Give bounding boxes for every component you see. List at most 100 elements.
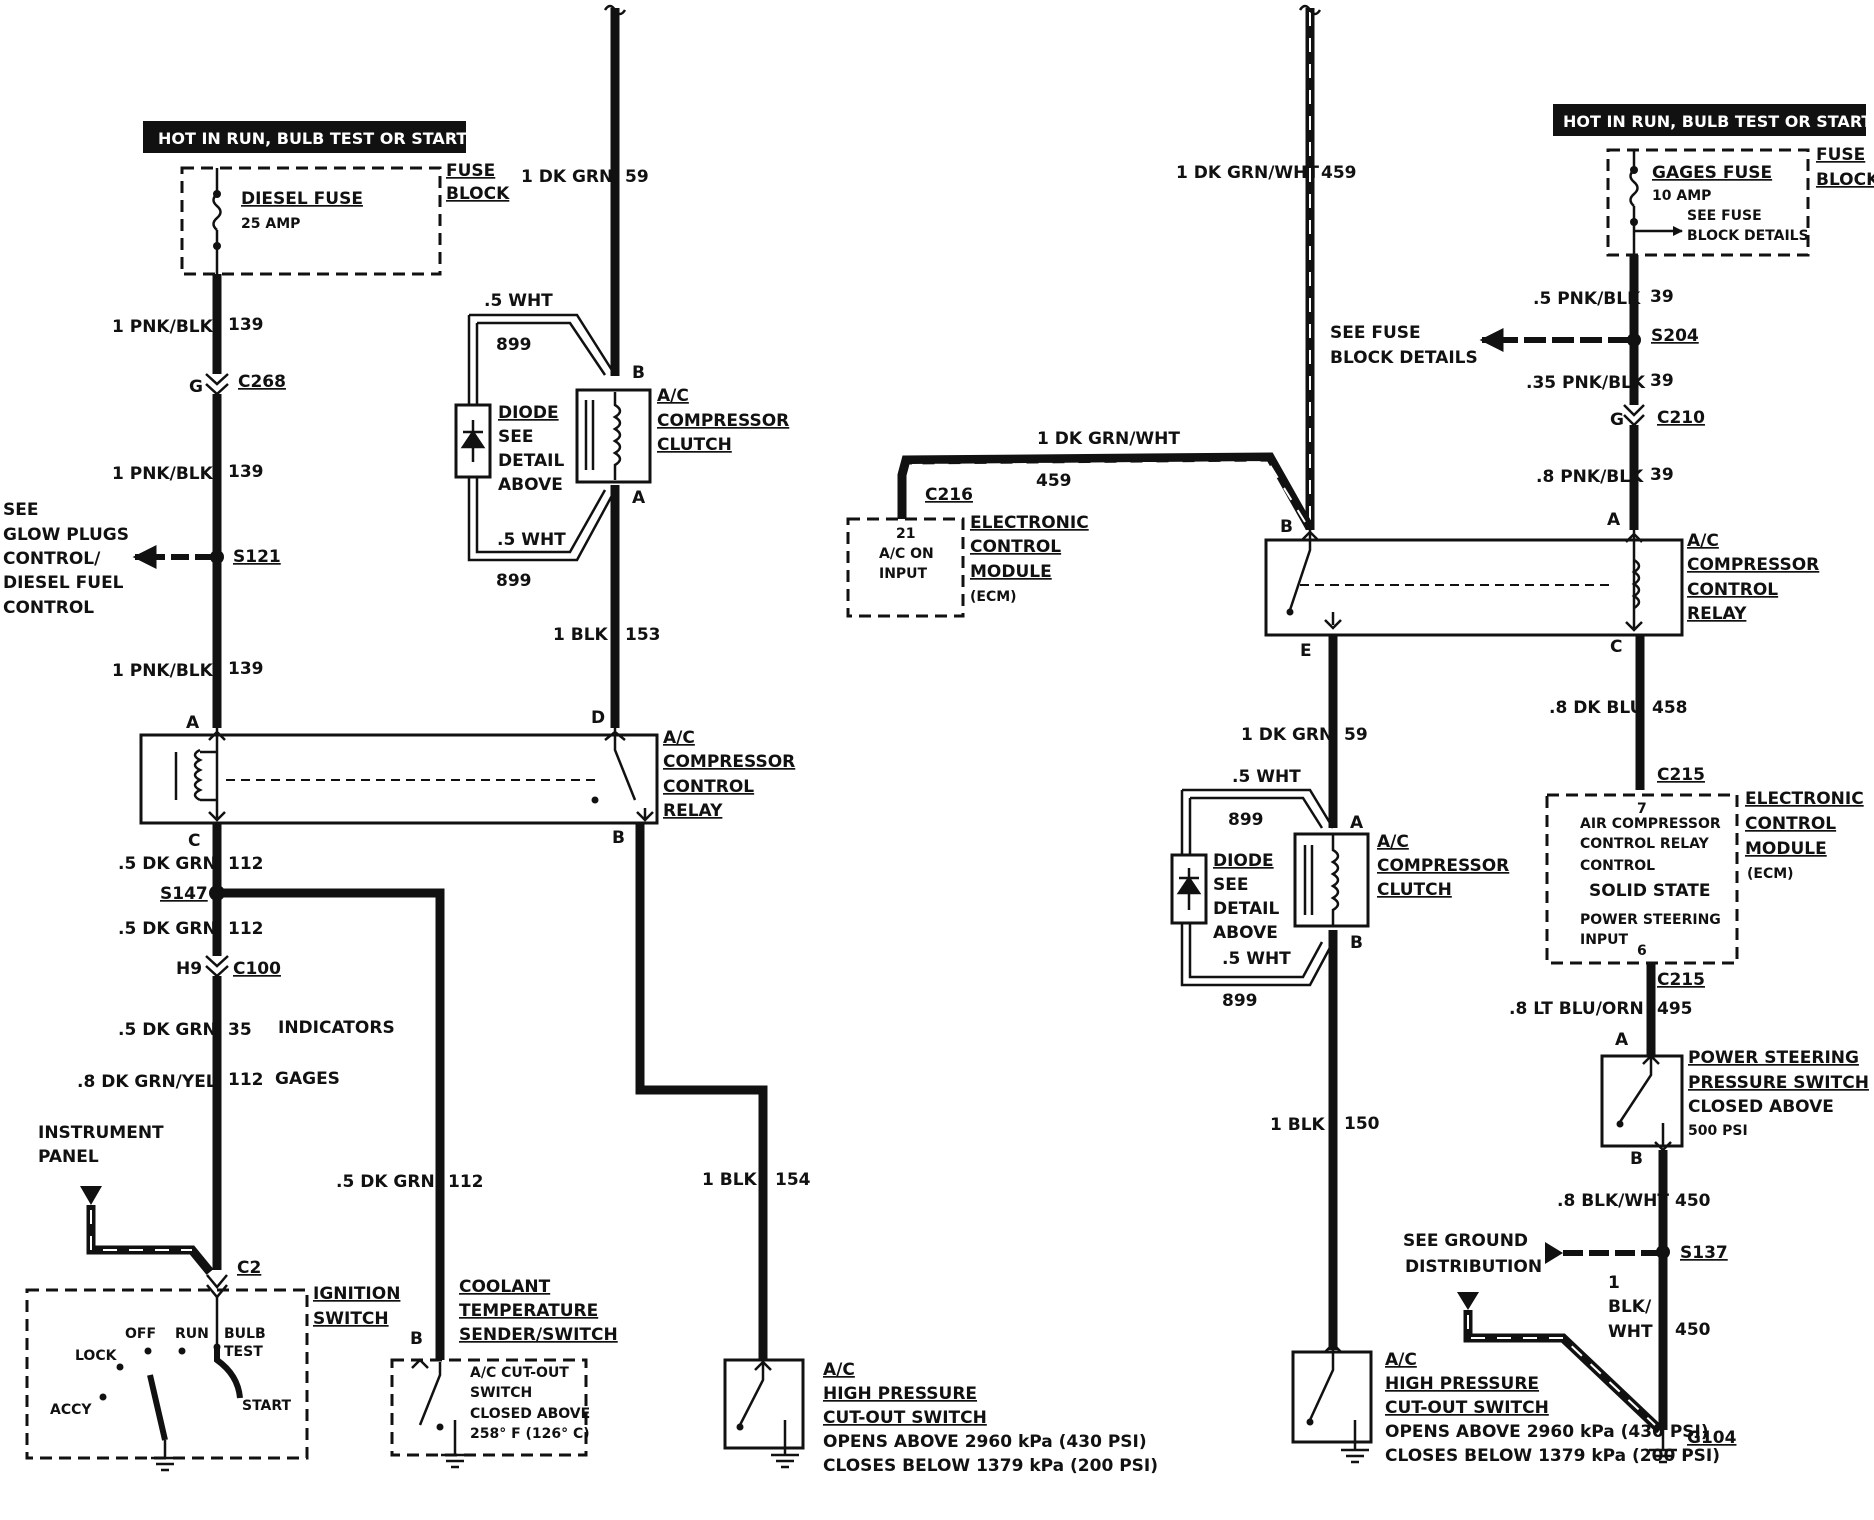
right-ecm2-pin7: 7 — [1637, 801, 1647, 817]
right-c210: C210 — [1657, 408, 1705, 428]
left-wire-num-139-3: 139 — [228, 659, 264, 679]
left-relay-pin-b: B — [612, 828, 625, 848]
right-fuse-name: GAGES FUSE — [1652, 163, 1772, 183]
right-fuse-block-label1: FUSE — [1816, 145, 1865, 165]
pss-label-4: 500 PSI — [1688, 1123, 1748, 1139]
left-wire-num-59: 59 — [625, 167, 649, 187]
right-power-header-bg — [1553, 104, 1866, 136]
left-wire-num-899-bot: 899 — [496, 571, 532, 591]
coolant-label-3: SENDER/SWITCH — [459, 1325, 618, 1345]
right-wire-num-459-ecm: 459 — [1036, 471, 1072, 491]
right-relay-label-3: CONTROL — [1687, 580, 1778, 600]
left-relay-label-4: RELAY — [663, 801, 723, 821]
right-ecm2-label-3: MODULE — [1745, 839, 1827, 859]
right-wire-num-459-top: 459 — [1321, 163, 1357, 183]
ignition-accy: ACCY — [50, 1402, 92, 1418]
pss-label-2: PRESSURE SWITCH — [1688, 1073, 1869, 1093]
right-wire-num-39-3: 39 — [1650, 465, 1674, 485]
left-gages: GAGES — [275, 1069, 340, 1089]
right-compressor-relay — [1264, 538, 1684, 637]
left-diode-label-3: DETAIL — [498, 451, 564, 471]
right-ecm1-label-4: (ECM) — [970, 589, 1017, 605]
left-c268-pin: G — [189, 377, 203, 397]
coolant-sub-3: CLOSED ABOVE — [470, 1406, 590, 1422]
right-ecm1-pin: 21 — [896, 526, 915, 542]
right-relay-label-2: COMPRESSOR — [1687, 555, 1819, 575]
right-wire-459-ecm: 1 DK GRN/WHT — [1037, 429, 1180, 449]
left-ignition-switch — [25, 1288, 309, 1460]
right-ecm2-label-1: ELECTRONIC — [1745, 789, 1864, 809]
right-s204-splice — [1627, 333, 1641, 347]
left-fuse-block — [180, 166, 442, 276]
left-wire-899-bot: .5 WHT — [497, 530, 566, 550]
left-relay-pin-c: C — [188, 831, 200, 851]
left-wire-139-3: 1 PNK/BLK — [112, 661, 214, 681]
left-hps-label-3: CUT-OUT SWITCH — [823, 1408, 987, 1428]
pss-pin-a: A — [1615, 1030, 1629, 1050]
left-fuse-block-label2: BLOCK — [446, 184, 510, 204]
left-c100-pin: H9 — [176, 959, 202, 979]
right-c216: C216 — [925, 485, 973, 505]
left-wire-112-4: .5 DK GRN — [336, 1172, 435, 1192]
right-compressor-clutch — [1293, 832, 1370, 928]
right-wire-39-2: .35 PNK/BLK — [1526, 373, 1646, 393]
right-wire-num-450-1: 450 — [1675, 1191, 1711, 1211]
right-s137: S137 — [1680, 1243, 1728, 1263]
right-wire-450-2b: BLK/ — [1608, 1297, 1652, 1317]
right-diode-label-4: ABOVE — [1213, 923, 1278, 943]
right-hps-label-3: CUT-OUT SWITCH — [1385, 1398, 1549, 1418]
right-hps-label-4: OPENS ABOVE 2960 kPa (430 PSI) — [1385, 1422, 1709, 1442]
right-ecm2-in-3: CONTROL — [1580, 858, 1655, 874]
left-hps-label-1: A/C — [823, 1360, 855, 1380]
left-relay-label-3: CONTROL — [663, 777, 754, 797]
ground-marker-2 — [1457, 1292, 1479, 1310]
right-wire-num-450-2: 450 — [1675, 1320, 1711, 1340]
left-see-glow-5: CONTROL — [3, 598, 94, 618]
right-wire-459-top: 1 DK GRN/WHT — [1176, 163, 1319, 183]
right-wire-num-899-bot: 899 — [1222, 991, 1258, 1011]
ground-distribution-1: SEE GROUND — [1403, 1231, 1528, 1251]
left-wire-139-2: 1 PNK/BLK — [112, 464, 214, 484]
right-wire-495: .8 LT BLU/ORN — [1509, 999, 1644, 1019]
left-wire-num-154: 154 — [775, 1170, 811, 1190]
left-relay-pin-d: D — [591, 708, 605, 728]
left-s147: S147 — [160, 884, 208, 904]
right-c210-pin: G — [1610, 410, 1624, 430]
right-hps-label-2: HIGH PRESSURE — [1385, 1374, 1539, 1394]
left-wire-num-112-1: 112 — [228, 854, 264, 874]
right-fuse-rating: 10 AMP — [1652, 188, 1711, 204]
left-wire-112-1: .5 DK GRN — [118, 854, 217, 874]
coolant-temperature-switch — [390, 1358, 588, 1457]
left-wire-num-139-2: 139 — [228, 462, 264, 482]
left-wire-num-112-2: 112 — [228, 919, 264, 939]
right-clutch-label-1: A/C — [1377, 832, 1409, 852]
coolant-sub-1: A/C CUT-OUT — [470, 1365, 569, 1381]
ground-distribution-marker — [1545, 1242, 1563, 1264]
left-wire-num-112-3: 112 — [228, 1070, 264, 1090]
right-relay-label-1: A/C — [1687, 531, 1719, 551]
left-c268-symbol — [205, 373, 229, 396]
left-diode-label-1: DIODE — [498, 403, 559, 423]
fuse-symbol — [212, 193, 222, 231]
right-ecm1-label-1: ELECTRONIC — [970, 513, 1089, 533]
right-relay-pin-b: B — [1280, 517, 1293, 537]
right-wire-num-899-top: 899 — [1228, 810, 1264, 830]
left-c100: C100 — [233, 959, 281, 979]
left-clutch-label-3: CLUTCH — [657, 435, 732, 455]
left-hps-label-4: OPENS ABOVE 2960 kPa (430 PSI) — [823, 1432, 1147, 1452]
coolant-ground-icon — [441, 1420, 469, 1469]
coolant-pin-b: B — [410, 1329, 423, 1349]
coolant-label-1: COOLANT — [459, 1277, 551, 1297]
right-fuse-block-label2: BLOCK — [1816, 170, 1874, 190]
right-wire-450-2a: 1 — [1608, 1273, 1620, 1293]
right-ecm2-in-4: SOLID STATE — [1589, 881, 1710, 901]
right-wire-39-1: .5 PNK/BLK — [1533, 289, 1641, 309]
right-ecm2-in-6: INPUT — [1580, 932, 1629, 948]
coolant-label-2: TEMPERATURE — [459, 1301, 598, 1321]
right-wire-num-39-2: 39 — [1650, 371, 1674, 391]
left-instrument-panel-2: PANEL — [38, 1147, 99, 1167]
right-c215-top: C215 — [1657, 765, 1705, 785]
right-g104: G104 — [1687, 1428, 1737, 1448]
left-wire-num-112-4: 112 — [448, 1172, 484, 1192]
coolant-sub-4: 258° F (126° C) — [470, 1426, 590, 1442]
